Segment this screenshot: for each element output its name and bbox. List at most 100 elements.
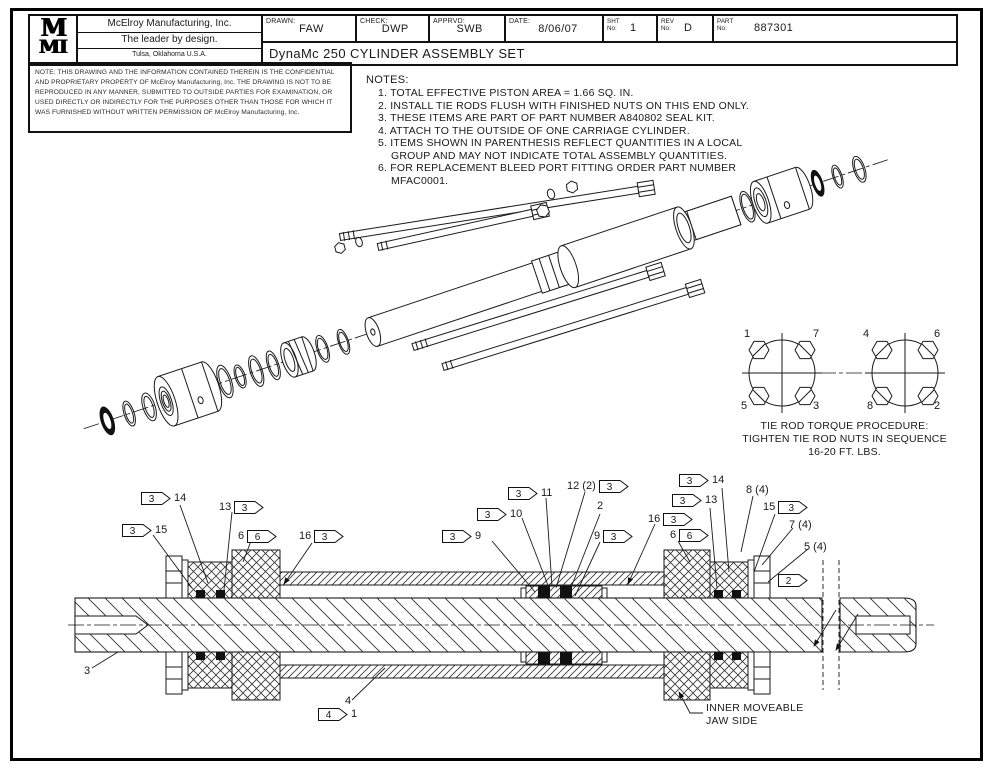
- field-value: DWP: [381, 23, 409, 35]
- part-number-label: 16: [299, 529, 312, 542]
- svg-text:3: 3: [606, 482, 612, 493]
- title-fields: DRAWN: FAW CHECK: DWP APPRVD: SWB DATE: …: [263, 16, 956, 64]
- note-flag-icon: 3: [672, 493, 702, 507]
- callout: 12 (2) 3: [567, 479, 629, 493]
- field-label: DRAWN:: [266, 18, 296, 25]
- part-number-label: 1: [351, 707, 358, 720]
- field-label: REV: [661, 18, 674, 25]
- logo-text: MI: [39, 36, 68, 58]
- torque-caption: TIE ROD TORQUE PROCEDURE: TIGHTEN TIE RO…: [722, 420, 967, 459]
- torque-seq-number: 7: [813, 328, 820, 340]
- field-label: CHECK:: [360, 18, 388, 25]
- company-info: McElroy Manufacturing, Inc. The leader b…: [78, 16, 263, 64]
- leader-lines: [91, 487, 809, 714]
- callout: 2: [778, 573, 808, 587]
- cross-section: [68, 549, 934, 701]
- note-flag-icon: 6: [247, 529, 277, 543]
- exploded-view: [83, 155, 890, 436]
- note-flag-icon: 3: [598, 479, 629, 493]
- part-number-label: 9: [475, 529, 482, 542]
- callout: 13 3: [219, 500, 265, 514]
- part-number-label: 15: [763, 500, 776, 513]
- field-apprvd: APPRVD: SWB: [430, 16, 506, 41]
- callout: 3 14: [141, 491, 186, 505]
- jaw-side-label-line: INNER MOVEABLE: [706, 702, 804, 714]
- part-number-label: 11: [541, 486, 553, 499]
- part-number-label: 13: [705, 493, 718, 506]
- loose-hardware: [333, 180, 579, 254]
- note-flag-icon: 3: [679, 473, 709, 487]
- field-label: No:: [661, 25, 671, 32]
- part-number-label: 3: [84, 664, 91, 677]
- field-value: D: [684, 22, 693, 34]
- notes-heading: NOTES:: [366, 74, 409, 86]
- svg-text:6: 6: [687, 531, 693, 542]
- svg-text:3: 3: [450, 532, 456, 543]
- torque-caption-line: TIE ROD TORQUE PROCEDURE:: [760, 420, 929, 432]
- tie-rod: [338, 179, 656, 242]
- svg-text:3: 3: [789, 503, 795, 514]
- note-flag-icon: 3: [477, 507, 507, 521]
- torque-seq-number: 1: [744, 328, 751, 340]
- svg-text:3: 3: [485, 510, 491, 521]
- note-flag-icon: 3: [314, 529, 345, 543]
- svg-text:3: 3: [671, 515, 677, 526]
- callout: 6 6: [238, 529, 277, 543]
- field-label: No:: [607, 25, 617, 32]
- callout: 8 (4): [746, 483, 769, 497]
- torque-seq-number: 3: [813, 400, 820, 412]
- callout: 5 (4): [804, 540, 827, 554]
- part-number-label: 2: [597, 499, 604, 512]
- note-item: 5. ITEMS SHOWN IN PARENTHESIS REFLECT QU…: [378, 137, 743, 162]
- callout: 15 3: [763, 500, 809, 514]
- title-block: M MI McElroy Manufacturing, Inc. The lea…: [28, 14, 958, 66]
- note-flag-icon: 3: [122, 523, 152, 537]
- part-number-label: 7 (4): [789, 518, 812, 531]
- part-number-label: 4: [345, 694, 352, 707]
- part-number-label: 15: [155, 523, 168, 536]
- jaw-side-label-line: JAW SIDE: [706, 715, 758, 727]
- callout: 3 9: [442, 529, 481, 543]
- note-item: 3. THESE ITEMS ARE PART OF PART NUMBER A…: [378, 112, 715, 124]
- callout: 3 15: [122, 523, 167, 537]
- part-number-label: 8 (4): [746, 483, 769, 496]
- company-location: Tulsa, Oklahoma U.S.A.: [132, 51, 207, 58]
- field-label: DATE:: [509, 18, 531, 25]
- field-value: SWB: [456, 23, 483, 35]
- jaw-side-label: INNER MOVEABLE JAW SIDE: [706, 702, 804, 728]
- callout: 6 6: [670, 528, 709, 542]
- company-name: McElroy Manufacturing, Inc.: [78, 16, 261, 33]
- callout: 3 14: [679, 473, 724, 487]
- field-date: DATE: 8/06/07: [506, 16, 604, 41]
- note-item: 1. TOTAL EFFECTIVE PISTON AREA = 1.66 SQ…: [378, 87, 634, 99]
- field-value: 887301: [754, 22, 794, 34]
- notes-list: NOTES: 1. TOTAL EFFECTIVE PISTON AREA = …: [366, 74, 784, 187]
- callout: 3: [84, 664, 90, 678]
- part-number-label: 14: [174, 491, 187, 504]
- company-logo: M MI: [30, 16, 78, 64]
- field-label: PART: [717, 18, 734, 25]
- logo-text: M: [40, 13, 68, 42]
- svg-text:3: 3: [242, 503, 248, 514]
- note-flag-icon: 2: [778, 573, 808, 587]
- field-label: No:: [717, 25, 727, 32]
- torque-seq-number: 2: [934, 400, 941, 412]
- note-item: 2. INSTALL TIE RODS FLUSH WITH FINISHED …: [378, 99, 750, 112]
- part-number-label: 9: [594, 529, 601, 542]
- note-item: 4. ATTACH TO THE OUTSIDE OF ONE CARRIAGE…: [378, 124, 690, 137]
- svg-text:3: 3: [516, 489, 522, 500]
- part-number-label: 6: [670, 528, 677, 541]
- callout: 3 13: [672, 493, 717, 507]
- callout: 9 3: [594, 529, 633, 543]
- torque-seq-number: 5: [741, 400, 748, 412]
- note-flag-icon: 3: [508, 486, 538, 500]
- part-number-label: 12 (2): [567, 479, 596, 492]
- field-label: APPRVD:: [433, 18, 466, 25]
- sheet-border: [10, 8, 983, 761]
- part-number-label: 5 (4): [804, 540, 827, 553]
- callout: 3 11: [508, 486, 552, 500]
- note-flag-icon: 3: [141, 491, 171, 505]
- callout: 4 1: [318, 707, 357, 721]
